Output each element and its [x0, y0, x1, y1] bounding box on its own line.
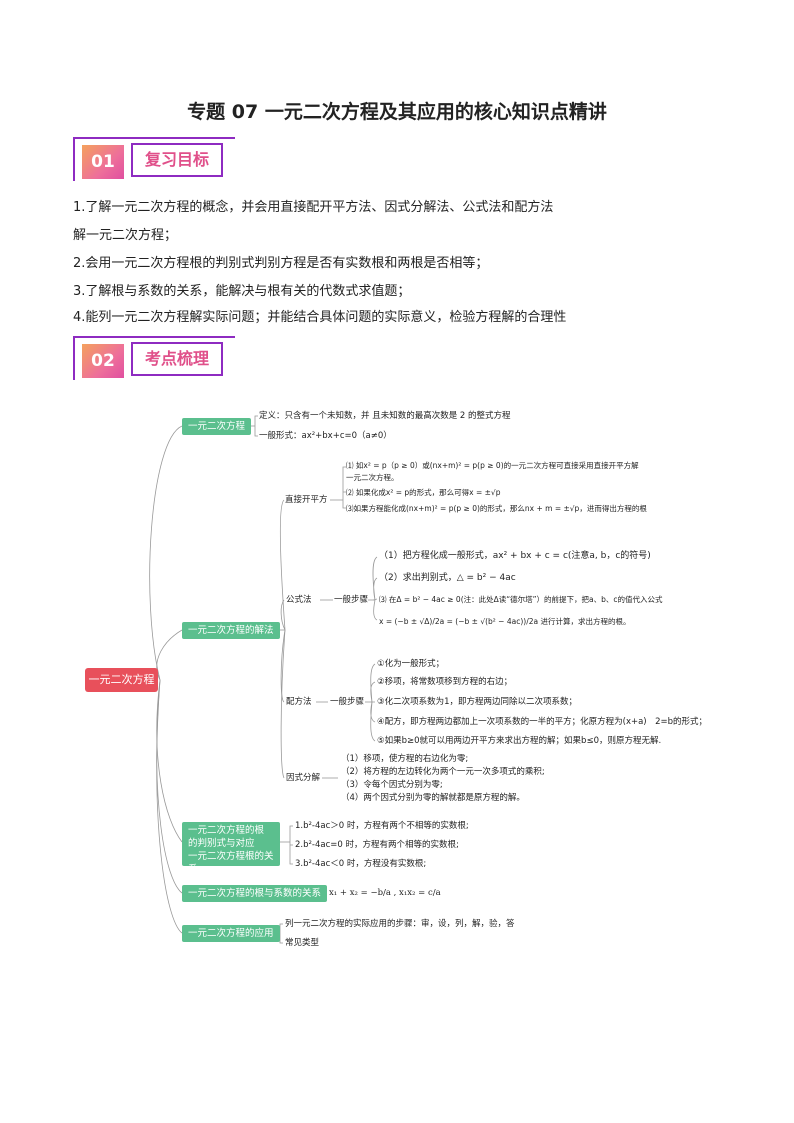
page-title: 专题 07 一元二次方程及其应用的核心知识点精讲 [187, 101, 607, 123]
section-badge-02: 02 考点梳理 [73, 336, 253, 384]
square-step-5: ⑤如果b≥0就可以用两边开平方来求出方程的解；如果b≤0，则原方程无解. [377, 736, 662, 746]
branch-discriminant-line-1: 一元二次方程的根 [188, 825, 265, 836]
discriminant-case-2: 2.b²-4ac=0 时，方程有两个相等的实数根; [295, 840, 459, 850]
formula-step-heading: 一般步骤 [334, 595, 369, 605]
objective-1-cont: 解一元二次方程； [73, 228, 178, 243]
square-step-3: ③化二次项系数为1，即方程两边同除以二次项系数； [377, 697, 578, 707]
method-factoring: 因式分解 [286, 773, 321, 783]
branch-vieta: 一元二次方程的根与系数的关系 [182, 885, 328, 902]
factor-step-2: （2）将方程的左边转化为两个一元一次多项式的乘积; [341, 767, 545, 777]
formula-step-2: （2）求出判别式，△ = b² − 4ac [379, 573, 516, 583]
direct-step-1-cont: 一元二次方程。 [346, 473, 399, 482]
factor-step-4: （4）两个因式分别为零的解就都是原方程的解。 [341, 793, 525, 803]
application-types: 常见类型 [285, 938, 320, 948]
objective-2: 2.会用一元二次方程根的判别式判别方程是否有实数根和两根是否相等； [73, 256, 489, 271]
direct-step-1: ⑴ 如x² = p（p ≥ 0）或(nx+m)² = p(p ≥ 0)的一元二次… [346, 461, 639, 470]
branch-application: 一元二次方程的应用 [182, 925, 280, 942]
square-step-1: ①化为一般形式； [377, 659, 445, 669]
formula-step-1: （1）把方程化成一般形式，ax² + bx + c = c(注意a, b，c的符… [379, 551, 651, 561]
branch-discriminant-line-2: 的判别式与对应 [188, 838, 255, 849]
objective-1: 1.了解一元二次方程的概念，并会用直接配开平方法、因式分解法、公式法和配方法 [73, 200, 554, 215]
section-number: 02 [82, 344, 124, 378]
discriminant-case-3: 3.b²-4ac＜0 时，方程没有实数根; [295, 859, 427, 869]
branch-solutions: 一元二次方程的解法 [182, 622, 280, 639]
section-badge-01: 01 复习目标 [73, 137, 253, 185]
factor-step-1: （1）移项，使方程的右边化为零; [341, 754, 469, 764]
formula-step-4: x = (−b ± √Δ)/2a = (−b ± √(b² − 4ac))/2a… [379, 617, 631, 626]
direct-step-2: ⑵ 如果化成x² = p的形式，那么可得x = ±√p [346, 488, 501, 497]
square-step-heading: 一般步骤 [330, 697, 365, 707]
mindmap-root: 一元二次方程 [85, 668, 158, 692]
application-steps: 列一元二次方程的实际应用的步骤：审，设，列，解，验，答 [285, 919, 515, 929]
method-formula: 公式法 [286, 595, 312, 605]
branch-discriminant: 一元二次方程的根 的判别式与对应 一元二次方程根的关系 [182, 822, 280, 875]
section-label: 考点梳理 [131, 342, 224, 376]
section-label: 复习目标 [131, 143, 224, 177]
square-step-2: ②移项，将常数项移到方程的右边； [377, 677, 513, 687]
method-completing-square: 配方法 [286, 697, 312, 707]
section-number: 01 [82, 145, 124, 179]
definition-text: 定义：只含有一个未知数，并 且未知数的最高次数是 2 的整式方程 [259, 411, 511, 421]
formula-step-3: ⑶ 在Δ = b² − 4ac ≥ 0(注：此处Δ读“德尔塔”）的前提下，把a、… [379, 595, 663, 604]
factor-step-3: （3）令每个因式分别为零; [341, 780, 443, 790]
general-form-text: 一般形式：ax²+bx+c=0（a≠0） [259, 431, 392, 441]
objective-3: 3.了解根与系数的关系，能解决与根有关的代数式求值题； [73, 284, 411, 299]
branch-definition: 一元二次方程 [182, 418, 252, 435]
square-step-4: ④配方，即方程两边都加上一次项系数的一半的平方；化原方程为(x+a) 2=b的形… [377, 717, 708, 727]
direct-step-3: ⑶如果方程能化成(nx+m)² = p(p ≥ 0)的形式，那么nx + m =… [346, 504, 647, 513]
branch-discriminant-line-3: 一元二次方程根的关系 [188, 851, 274, 875]
discriminant-case-1: 1.b²-4ac＞0 时，方程有两个不相等的实数根; [295, 821, 469, 831]
objective-4: 4.能列一元二次方程解实际问题；并能结合具体问题的实际意义，检验方程解的合理性 [73, 310, 567, 325]
method-direct-root: 直接开平方 [285, 495, 328, 505]
vieta-formula: x₁ + x₂ = −b/a , x₁x₂ = c/a [329, 888, 441, 898]
